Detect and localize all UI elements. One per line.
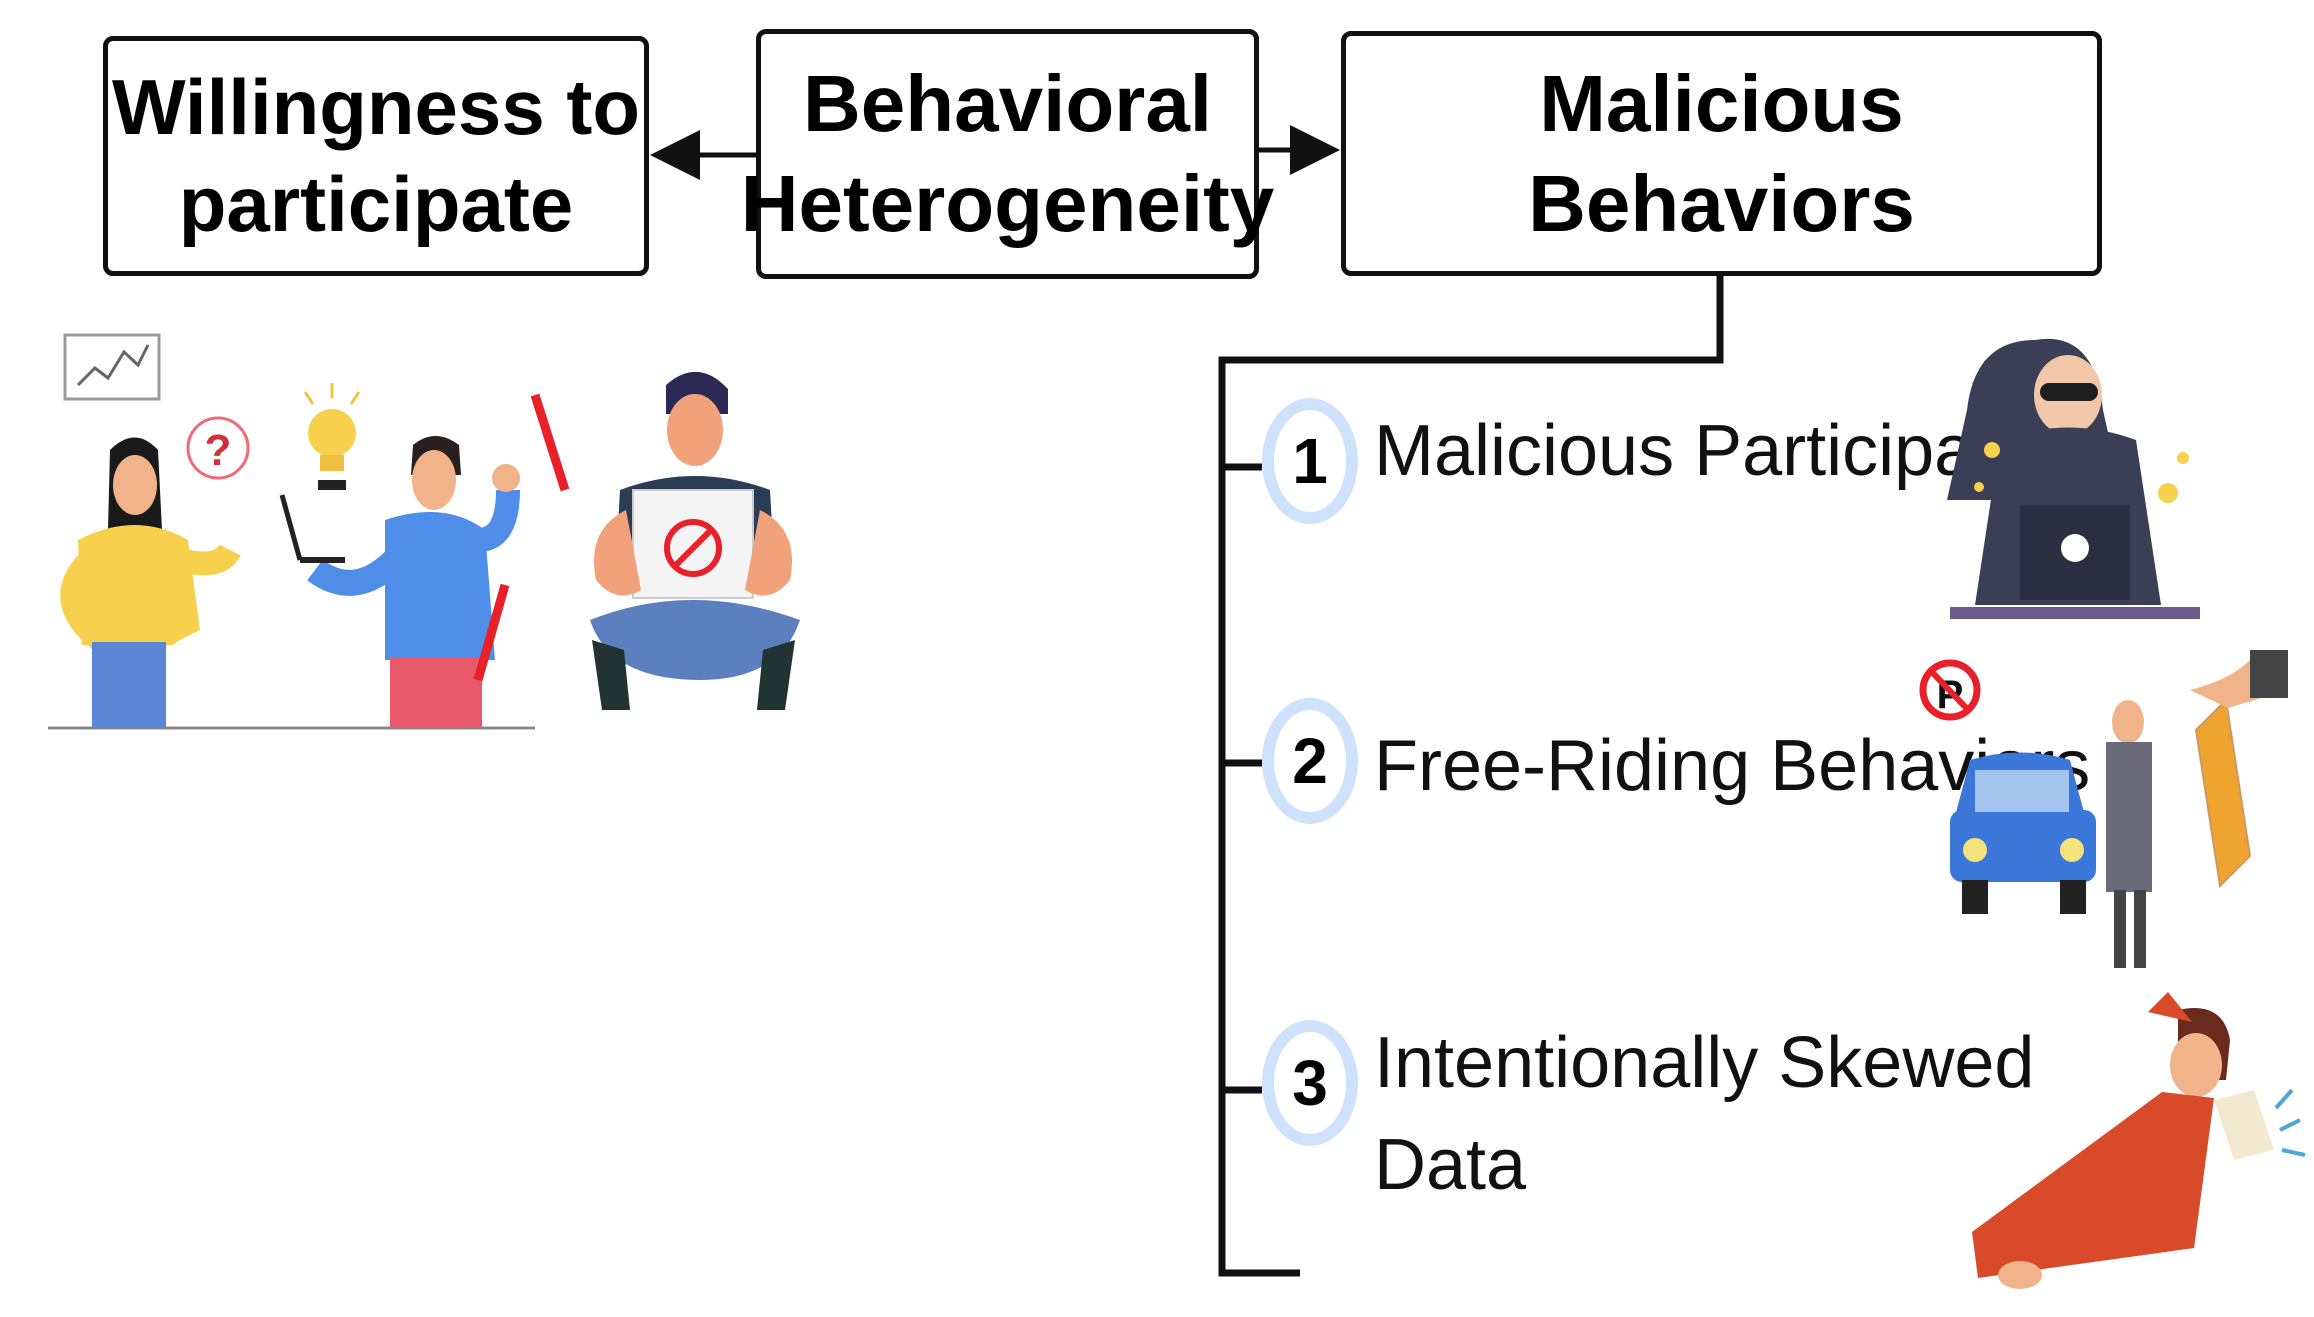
item-label-3: Intentionally Skewed Data (1374, 1012, 2034, 1216)
item-label-2: Free-Riding Behaviors (1374, 715, 2090, 817)
item-2-line-1: Free-Riding Behaviors (1374, 726, 2091, 806)
item-3-line-2: Data (1374, 1125, 1527, 1206)
malicious-title: Malicious Behaviors (1528, 58, 1915, 248)
item-badge-3: 3 (1262, 1020, 1358, 1146)
item-3-line-1: Intentionally Skewed (1374, 1023, 2035, 1103)
behavioral-line-2: Heterogeneity (740, 159, 1275, 248)
willingness-line-1: Willingness to (112, 62, 640, 151)
item-badge-1: 1 (1262, 398, 1358, 524)
willingness-line-2: participate (178, 160, 574, 248)
item-badge-2: 2 (1262, 698, 1358, 824)
malicious-behaviors-box: Malicious Behaviors (1341, 31, 2102, 276)
behavioral-line-1: Behavioral (802, 59, 1213, 148)
item-1-line-1: Malicious Participants (1374, 411, 2071, 491)
tree-connector (1218, 276, 1724, 1277)
item-label-1: Malicious Participants (1374, 400, 2070, 502)
willingness-box: Willingness to participate (103, 36, 649, 276)
